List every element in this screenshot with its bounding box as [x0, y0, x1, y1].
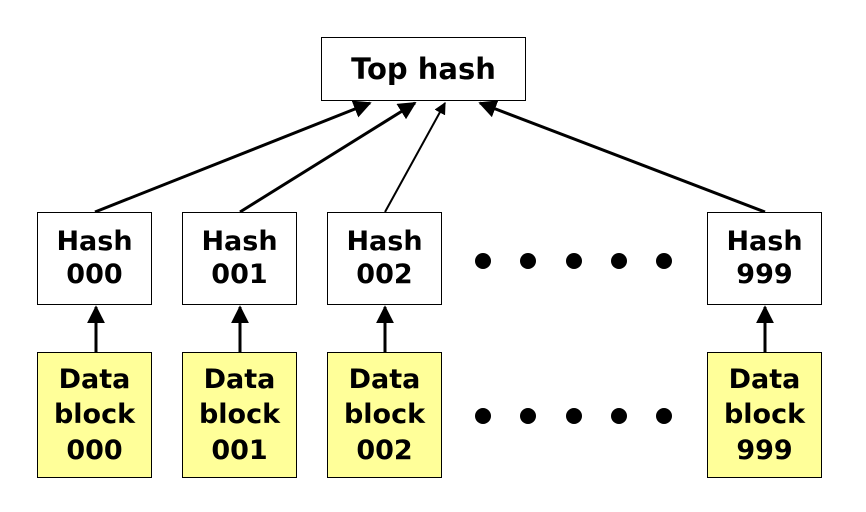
ellipsis-dot	[520, 253, 536, 269]
top-hash-node: Top hash	[321, 37, 526, 101]
data-block-node-001: Data block 001	[182, 352, 297, 478]
hash-node-999: Hash 999	[707, 212, 822, 305]
data-block-node-000: Data block 000	[37, 352, 152, 478]
ellipsis-data-row	[475, 408, 672, 424]
data-block-node-999: Data block 999	[707, 352, 822, 478]
arrow-hash-000-to-top	[94, 100, 372, 214]
ellipsis-dot	[656, 253, 672, 269]
ellipsis-dot	[611, 408, 627, 424]
ellipsis-dot	[566, 253, 582, 269]
data-block-node-002: Data block 002	[327, 352, 442, 478]
ellipsis-dot	[566, 408, 582, 424]
arrow-hash-001-to-top	[239, 101, 417, 214]
hash-node-000: Hash 000	[37, 212, 152, 305]
arrow-hash-999-to-top	[478, 100, 766, 214]
ellipsis-dot	[475, 408, 491, 424]
ellipsis-dot	[611, 253, 627, 269]
ellipsis-dot	[656, 408, 672, 424]
ellipsis-dot	[475, 253, 491, 269]
arrow-hash-002-to-top	[384, 101, 446, 213]
hash-node-001: Hash 001	[182, 212, 297, 305]
ellipsis-hash-row	[475, 253, 672, 269]
ellipsis-dot	[520, 408, 536, 424]
hash-node-002: Hash 002	[327, 212, 442, 305]
